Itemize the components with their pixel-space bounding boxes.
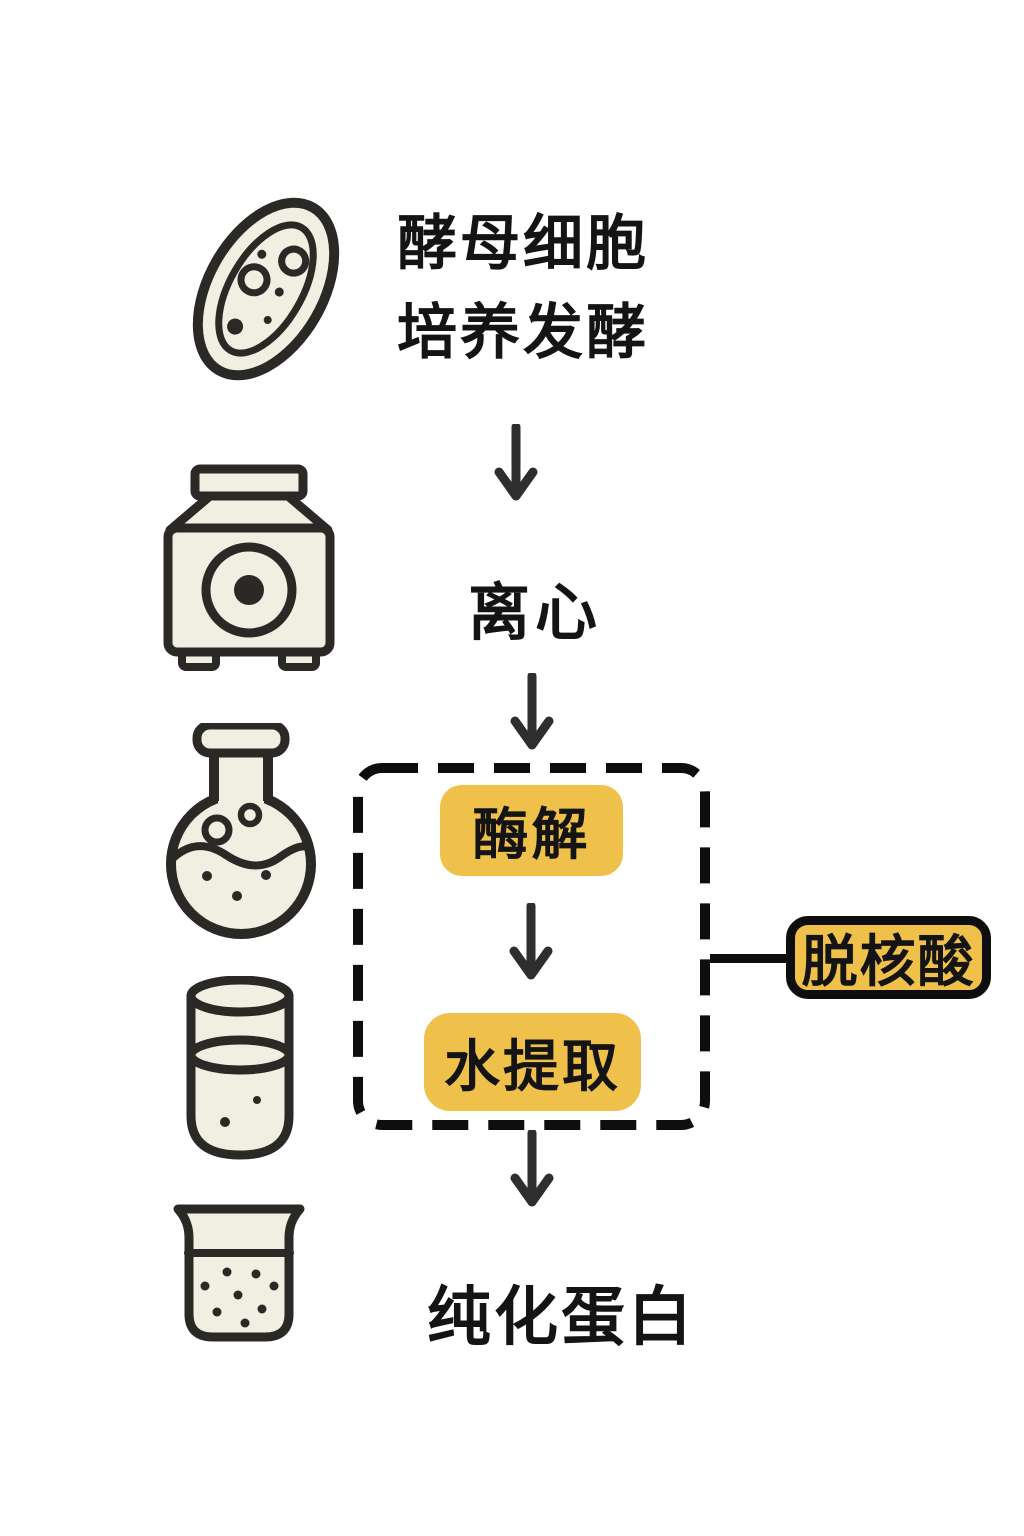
side-label-denucleation: 脱核酸 bbox=[786, 916, 991, 999]
arrow-down-icon bbox=[494, 424, 538, 501]
arrow-down-icon bbox=[509, 903, 553, 980]
glass-cup-icon bbox=[186, 976, 294, 1160]
centrifuge-icon bbox=[163, 464, 335, 671]
step-title-ferment: 酵母细胞 培养发酵 bbox=[397, 200, 649, 378]
step-title-centrifuge: 离心 bbox=[468, 576, 603, 649]
chip-water-extraction: 水提取 bbox=[424, 1013, 641, 1111]
step-title-ferment-line1: 酵母细胞 bbox=[397, 209, 649, 279]
arrow-down-icon bbox=[510, 673, 554, 750]
round-flask-icon bbox=[166, 723, 316, 939]
yeast-cell-icon bbox=[192, 197, 340, 381]
side-label-connector-line bbox=[710, 954, 787, 963]
step-title-ferment-line2: 培养发酵 bbox=[397, 298, 649, 368]
chip-enzymolysis: 酶解 bbox=[440, 785, 623, 876]
step-title-purified-protein: 纯化蛋白 bbox=[427, 1281, 695, 1355]
arrow-down-icon bbox=[510, 1130, 554, 1207]
beaker-icon bbox=[173, 1204, 305, 1342]
